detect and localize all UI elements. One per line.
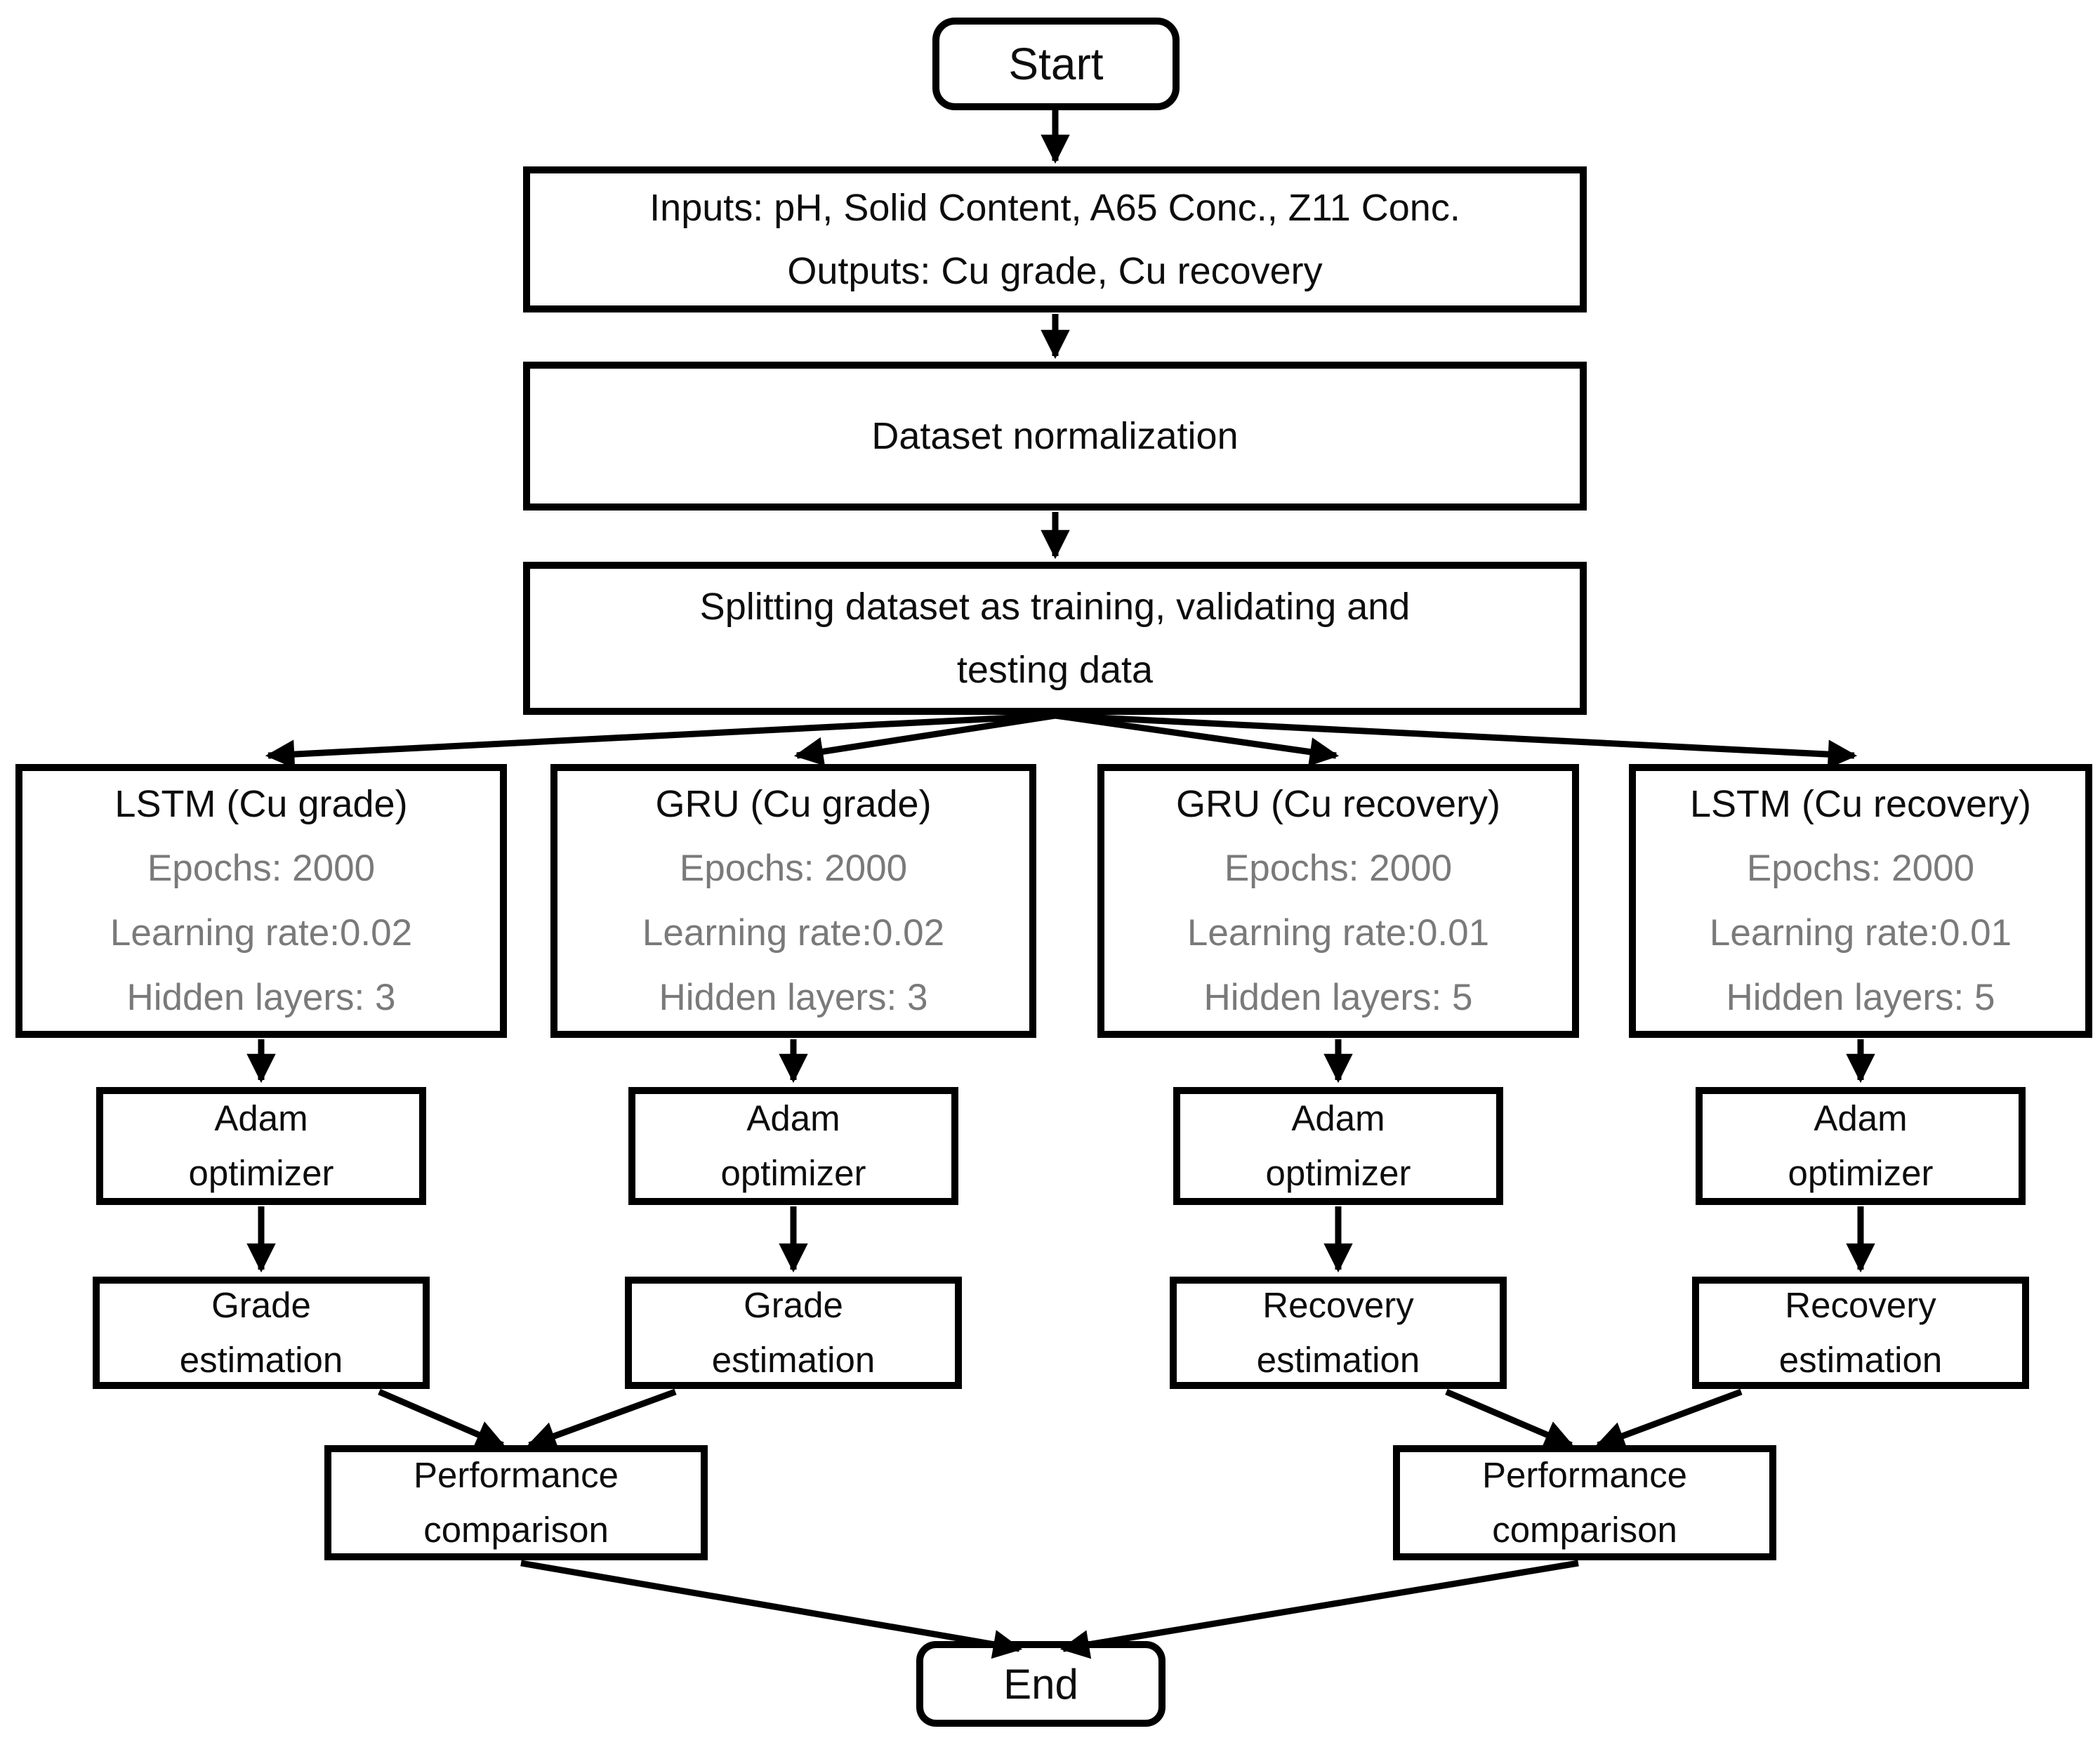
- flow-arrow: [793, 712, 1056, 766]
- node-adam-optimizer-1: Adam optimizer: [96, 1087, 426, 1205]
- flow-arrow: [378, 1388, 506, 1449]
- node-model-lstm-grade: LSTM (Cu grade) Epochs: 2000 Learning ra…: [15, 764, 507, 1038]
- performance-line-1: Performance: [1482, 1455, 1687, 1495]
- model-hidden-layers: Hidden layers: 3: [126, 977, 396, 1018]
- node-adam-optimizer-2: Adam optimizer: [628, 1087, 958, 1205]
- model-hidden-layers: Hidden layers: 5: [1726, 977, 1995, 1018]
- node-inputs-outputs: Inputs: pH, Solid Content, A65 Conc., Z1…: [523, 166, 1587, 312]
- end-label: End: [1003, 1660, 1078, 1708]
- model-epochs: Epochs: 2000: [1224, 848, 1453, 889]
- estimation-line-2: estimation: [179, 1340, 343, 1380]
- node-grade-estimation-1: Grade estimation: [93, 1277, 430, 1389]
- model-learning-rate: Learning rate:0.01: [1187, 912, 1490, 954]
- node-model-lstm-recovery: LSTM (Cu recovery) Epochs: 2000 Learning…: [1629, 764, 2092, 1038]
- estimation-line-2: estimation: [1778, 1340, 1943, 1380]
- estimation-line-1: Grade: [211, 1285, 311, 1325]
- model-hidden-layers: Hidden layers: 5: [1203, 977, 1473, 1018]
- model-epochs: Epochs: 2000: [1746, 848, 1975, 889]
- optimizer-line-1: Adam: [746, 1098, 840, 1138]
- flow-arrow: [1059, 1560, 1579, 1659]
- optimizer-line-2: optimizer: [1265, 1153, 1411, 1193]
- node-dataset-normalization: Dataset normalization: [523, 362, 1587, 511]
- model-hidden-layers: Hidden layers: 3: [659, 977, 928, 1018]
- optimizer-line-1: Adam: [1814, 1098, 1908, 1138]
- flow-arrow: [1055, 712, 1340, 767]
- model-title: LSTM (Cu grade): [114, 783, 408, 825]
- flow-arrow: [1445, 1388, 1574, 1449]
- performance-line-1: Performance: [414, 1455, 619, 1495]
- model-learning-rate: Learning rate:0.02: [110, 912, 413, 954]
- split-line-2: testing data: [956, 649, 1154, 691]
- flow-arrow: [1055, 712, 1858, 769]
- estimation-line-1: Recovery: [1785, 1285, 1936, 1325]
- node-model-gru-recovery: GRU (Cu recovery) Epochs: 2000 Learning …: [1097, 764, 1579, 1038]
- start-label: Start: [1008, 39, 1104, 89]
- split-line-1: Splitting dataset as training, validatin…: [699, 586, 1411, 628]
- node-dataset-split: Splitting dataset as training, validatin…: [523, 562, 1587, 715]
- node-model-gru-grade: GRU (Cu grade) Epochs: 2000 Learning rat…: [550, 764, 1036, 1038]
- model-epochs: Epochs: 2000: [679, 848, 908, 889]
- model-title: GRU (Cu recovery): [1175, 783, 1501, 825]
- node-start: Start: [932, 18, 1180, 110]
- node-recovery-estimation-1: Recovery estimation: [1170, 1277, 1507, 1389]
- model-title: GRU (Cu grade): [655, 783, 932, 825]
- optimizer-line-2: optimizer: [188, 1153, 334, 1193]
- node-adam-optimizer-4: Adam optimizer: [1696, 1087, 2026, 1205]
- model-title: LSTM (Cu recovery): [1689, 783, 2032, 825]
- flow-arrow: [520, 1560, 1023, 1659]
- node-adam-optimizer-3: Adam optimizer: [1173, 1087, 1503, 1205]
- outputs-line: Outputs: Cu grade, Cu recovery: [787, 250, 1323, 292]
- model-learning-rate: Learning rate:0.01: [1709, 912, 2012, 954]
- node-performance-comparison-right: Performance comparison: [1393, 1445, 1776, 1560]
- model-learning-rate: Learning rate:0.02: [642, 912, 945, 954]
- optimizer-line-2: optimizer: [720, 1153, 866, 1193]
- optimizer-line-2: optimizer: [1788, 1153, 1934, 1193]
- node-grade-estimation-2: Grade estimation: [625, 1277, 962, 1389]
- node-performance-comparison-left: Performance comparison: [324, 1445, 708, 1560]
- flow-arrow: [527, 1388, 677, 1450]
- flow-arrow: [1595, 1388, 1743, 1450]
- normalization-label: Dataset normalization: [871, 415, 1239, 457]
- model-epochs: Epochs: 2000: [147, 848, 376, 889]
- flow-arrow: [265, 712, 1056, 769]
- inputs-line: Inputs: pH, Solid Content, A65 Conc., Z1…: [649, 187, 1460, 229]
- performance-line-2: comparison: [423, 1510, 609, 1550]
- optimizer-line-1: Adam: [214, 1098, 308, 1138]
- node-recovery-estimation-2: Recovery estimation: [1692, 1277, 2029, 1389]
- estimation-line-1: Grade: [744, 1285, 843, 1325]
- estimation-line-2: estimation: [711, 1340, 876, 1380]
- performance-line-2: comparison: [1492, 1510, 1677, 1550]
- optimizer-line-1: Adam: [1291, 1098, 1385, 1138]
- estimation-line-1: Recovery: [1262, 1285, 1414, 1325]
- node-end: End: [916, 1641, 1165, 1727]
- estimation-line-2: estimation: [1256, 1340, 1420, 1380]
